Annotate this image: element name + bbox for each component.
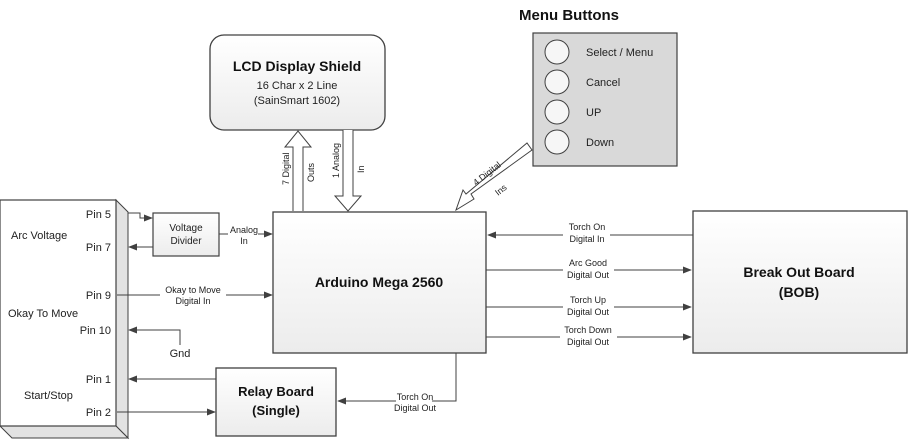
svg-text:Torch Down: Torch Down [564, 325, 612, 335]
pin-2: Pin 2 [86, 407, 111, 419]
menu-buttons-panel: Select / Menu Cancel UP Down [532, 32, 678, 167]
relay-signal-label-2: Digital Out [394, 403, 437, 413]
relay-title: Relay Board [238, 384, 314, 399]
menu-button-down[interactable]: Down [544, 129, 614, 155]
svg-text:Voltage: Voltage [169, 223, 203, 234]
svg-text:Digital Out: Digital Out [567, 307, 610, 317]
arduino-mega-2560: Arduino Mega 2560 [272, 211, 487, 354]
gnd-label: Gnd [170, 348, 191, 360]
svg-text:Digital In: Digital In [569, 234, 604, 244]
section-okay-to-move: Okay To Move [8, 308, 78, 320]
menu-arrow-label-b: Ins [493, 182, 509, 198]
analog-in-label-2: In [240, 236, 248, 246]
relay-subtitle: (Single) [252, 403, 300, 418]
okay-move-label-1: Okay to Move [165, 285, 221, 295]
menu-button-select[interactable]: Select / Menu [544, 39, 653, 65]
svg-text:UP: UP [586, 107, 601, 119]
bob-signal-arc-good: Arc Good Digital Out [486, 258, 691, 280]
wire-pin5-to-divider [128, 212, 153, 222]
lcd-in-label-a: 1 Analog [331, 143, 341, 178]
lcd-spec: 16 Char x 2 Line [257, 80, 338, 92]
menu-button-up[interactable]: UP [544, 99, 601, 125]
lcd-display-shield: LCD Display Shield 16 Char x 2 Line (Sai… [209, 34, 386, 131]
svg-text:Down: Down [586, 137, 614, 149]
pin-5: Pin 5 [86, 209, 111, 221]
wire-arduino-to-relay [338, 353, 457, 401]
plasma-controller-box: Arc Voltage Okay To Move Start/Stop Pin … [0, 198, 130, 440]
bob-subtitle: (BOB) [779, 284, 819, 300]
okay-move-label-2: Digital In [175, 296, 210, 306]
menu-button-cancel[interactable]: Cancel [544, 69, 620, 95]
arduino-title: Arduino Mega 2560 [315, 274, 444, 290]
svg-text:Select / Menu: Select / Menu [586, 47, 653, 59]
relay-board: Relay Board (Single) [215, 367, 337, 437]
svg-text:Divider: Divider [170, 236, 202, 247]
svg-text:Arc Good: Arc Good [569, 258, 607, 268]
lcd-title: LCD Display Shield [233, 58, 361, 74]
pin-10: Pin 10 [80, 325, 111, 337]
lcd-digital-outs-arrow: 7 Digital Outs [281, 130, 316, 211]
section-start-stop: Start/Stop [24, 390, 73, 402]
voltage-divider: Voltage Divider [152, 212, 220, 257]
menu-digital-ins-arrow: 4 Digital Ins [455, 142, 533, 212]
pin-9: Pin 9 [86, 290, 111, 302]
pin-7: Pin 7 [86, 242, 111, 254]
lcd-analog-in-arrow: 1 Analog In [331, 130, 366, 212]
bob-signal-torch-on: Torch On Digital In [488, 222, 693, 244]
section-arc-voltage: Arc Voltage [11, 230, 67, 242]
wire-gnd-to-pin10 [128, 326, 181, 345]
svg-text:Torch Up: Torch Up [570, 295, 606, 305]
svg-text:Digital Out: Digital Out [567, 270, 610, 280]
menu-buttons-title: Menu Buttons [519, 7, 619, 24]
pin-1: Pin 1 [86, 374, 111, 386]
svg-text:Cancel: Cancel [586, 77, 620, 89]
bob-title: Break Out Board [743, 264, 854, 280]
lcd-in-label-b: In [356, 165, 366, 173]
bob-signal-torch-up: Torch Up Digital Out [486, 295, 691, 317]
lcd-model: (SainSmart 1602) [254, 95, 340, 107]
svg-text:Torch On: Torch On [569, 222, 606, 232]
break-out-board: Break Out Board (BOB) [692, 210, 908, 354]
bob-signal-torch-down: Torch Down Digital Out [486, 325, 691, 347]
lcd-out-label-a: 7 Digital [281, 152, 291, 185]
lcd-out-label-b: Outs [306, 162, 316, 182]
svg-text:Digital Out: Digital Out [567, 337, 610, 347]
analog-in-label-1: Analog [230, 225, 258, 235]
relay-signal-label-1: Torch On [397, 392, 434, 402]
